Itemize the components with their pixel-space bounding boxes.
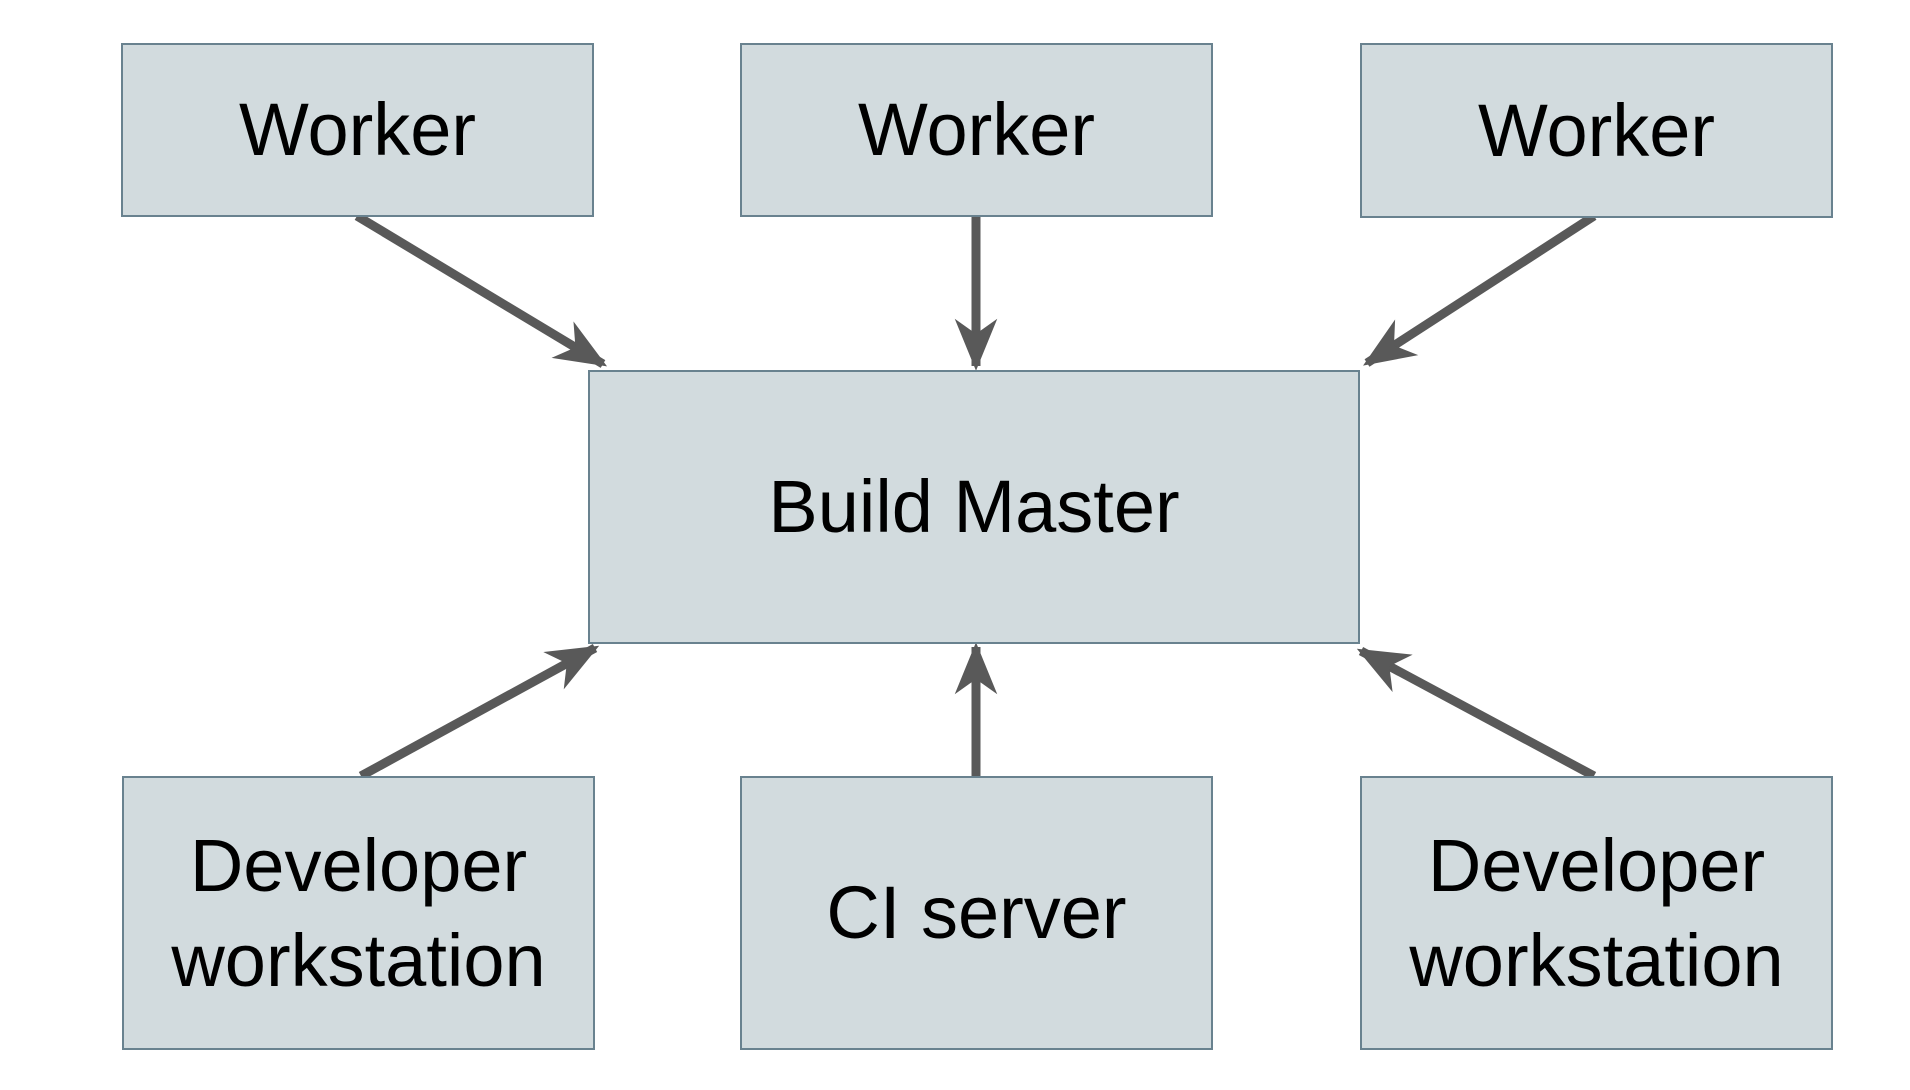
edge-dev-workstation-left-to-build-master: [358, 644, 600, 780]
node-developer-workstation-right: Developer workstation: [1360, 776, 1833, 1050]
node-worker-2-label: Worker: [857, 88, 1096, 172]
node-worker-2: Worker: [740, 43, 1213, 217]
node-worker-1: Worker: [121, 43, 594, 217]
edge-dev-workstation-right-to-build-master: [1356, 647, 1597, 780]
node-developer-workstation-left: Developer workstation: [122, 776, 595, 1050]
node-worker-1-label: Worker: [238, 88, 477, 172]
node-worker-3-label: Worker: [1477, 88, 1716, 172]
node-developer-workstation-right-label: Developer workstation: [1409, 823, 1784, 1002]
edge-worker-1-to-build-master: [354, 212, 608, 368]
node-ci-server-label: CI server: [826, 871, 1127, 955]
node-build-master: Build Master: [588, 370, 1360, 644]
node-build-master-label: Build Master: [768, 465, 1180, 549]
node-worker-3: Worker: [1360, 43, 1833, 218]
edge-worker-3-to-build-master: [1363, 212, 1597, 367]
node-ci-server: CI server: [740, 776, 1213, 1050]
node-developer-workstation-left-label: Developer workstation: [171, 823, 546, 1002]
